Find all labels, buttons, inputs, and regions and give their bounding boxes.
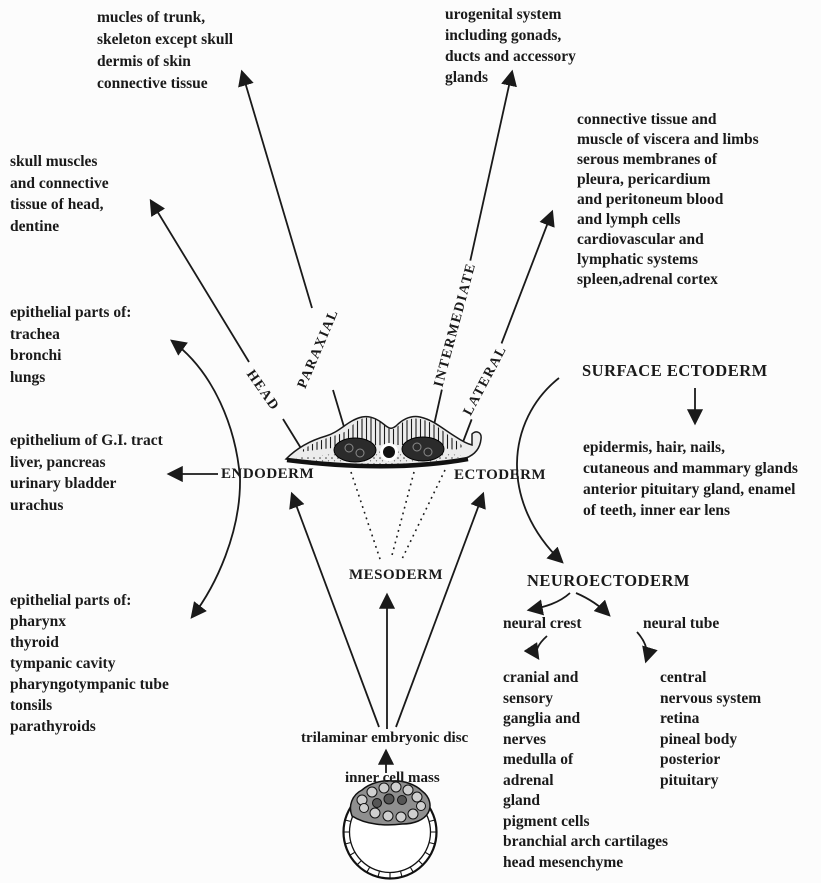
text-line: epithelium of G.I. tract [10, 432, 163, 449]
pharynx-derivatives-block: epithelial parts of: pharynx thyroid tym… [10, 590, 169, 737]
text-line: cutaneous and mammary glands [583, 460, 798, 477]
text-line: cardiovascular and [577, 231, 704, 248]
text-line: serous membranes of [577, 151, 718, 168]
endoderm-curve-to-pharynx [190, 477, 241, 619]
text-line: nervous system [660, 689, 762, 707]
trunk-derivatives-block: mucles of trunk, skeleton except skull d… [97, 7, 233, 95]
text-line: pineal body [660, 730, 738, 748]
trilaminar-disc-label: trilaminar embryonic disc [301, 730, 469, 746]
text-line: lymphatic systems [577, 251, 698, 268]
text-line: of teeth, inner ear lens [583, 502, 731, 519]
text-line: ganglia and [503, 710, 581, 727]
text-line: connective tissue [97, 75, 208, 92]
text-line: connective tissue and [577, 111, 717, 128]
crest-down-arrow [523, 635, 548, 661]
text-line: thyroid [10, 634, 59, 651]
inner-cell-mass-label: inner cell mass [345, 770, 440, 786]
mesoderm-label: MESODERM [349, 567, 443, 583]
gi-derivatives-block: epithelium of G.I. tract liver, pancreas… [10, 430, 163, 516]
text-line: pleura, pericardium [577, 171, 711, 188]
text-line: ducts and accessory [445, 48, 576, 65]
surface-ectoderm-label: SURFACE ECTODERM [582, 361, 768, 380]
skull-derivatives-block: skull muscles and connective tissue of h… [10, 151, 109, 237]
neuroectoderm-to-tube-arrow [575, 592, 611, 617]
text-line: tissue of head, [10, 196, 104, 213]
text-line: trachea [10, 325, 60, 343]
text-line: and connective [10, 174, 109, 192]
text-line: liver, pancreas [10, 453, 106, 471]
text-line: spleen,adrenal cortex [577, 271, 718, 288]
embryo-cross-section-drawing [284, 415, 482, 469]
text-line: pituitary [660, 771, 719, 789]
text-line: branchial arch cartilages [503, 833, 669, 850]
text-line: skeleton except skull [97, 31, 234, 48]
text-line: cranial and [503, 669, 579, 686]
neural-tube-derivatives-block: central nervous system retina pineal bod… [660, 668, 761, 791]
epidermis-derivatives-block: epidermis, hair, nails, cutaneous and ma… [583, 437, 798, 521]
neuroectoderm-to-crest-arrow [526, 592, 571, 616]
text-line: parathyroids [10, 718, 96, 735]
text-line: dermis of skin [97, 53, 191, 70]
blastocyst-drawing [342, 780, 438, 880]
text-line: posterior [660, 751, 721, 768]
trachea-derivatives-block: epithelial parts of: trachea bronchi lun… [10, 302, 131, 388]
neural-crest-label: neural crest [503, 615, 582, 632]
text-line: tympanic cavity [10, 655, 116, 672]
head-arrow [149, 198, 308, 459]
mesoderm-dotted-leaders [350, 469, 446, 563]
text-line: anterior pituitary gland, enamel [583, 481, 796, 498]
disc-to-ectoderm-arrow [395, 491, 486, 728]
text-line: mucles of trunk, [97, 9, 206, 26]
text-line: and lymph cells [577, 211, 681, 228]
neural-tube-label: neural tube [643, 615, 720, 632]
text-line: pharyngotympanic tube [10, 676, 169, 693]
text-line: skull muscles [10, 153, 98, 170]
ectoderm-curve-to-neuroectoderm [516, 377, 564, 564]
text-line: dentine [10, 217, 60, 235]
text-line: pigment cells [503, 812, 590, 830]
text-line: glands [445, 69, 489, 86]
ectoderm-label: ECTODERM [454, 467, 547, 483]
text-line: bronchi [10, 347, 62, 364]
neuroectoderm-label: NEUROECTODERM [527, 571, 690, 590]
text-line: and peritoneum blood [577, 191, 724, 208]
text-line: sensory [503, 689, 553, 707]
text-line: pharynx [10, 613, 66, 630]
text-line: epithelial parts of: [10, 592, 132, 609]
text-line: head mesenchyme [503, 853, 624, 871]
text-line: medulla of [503, 751, 574, 768]
text-line: epithelial parts of: [10, 304, 132, 321]
endoderm-label: ENDODERM [221, 466, 315, 482]
viscera-derivatives-block: connective tissue and muscle of viscera … [577, 110, 759, 290]
text-line: including gonads, [445, 27, 562, 44]
text-line: retina [660, 710, 700, 727]
text-line: tonsils [10, 697, 53, 714]
text-line: nerves [503, 730, 547, 748]
neural-crest-derivatives-block: cranial and sensory ganglia and nerves m… [503, 668, 668, 873]
text-line: epidermis, hair, nails, [583, 439, 725, 456]
text-line: lungs [10, 368, 46, 386]
endoderm-curve-to-trachea [170, 339, 241, 479]
disc-to-endoderm-arrow [289, 491, 380, 728]
tube-down-arrow [636, 631, 658, 664]
text-line: urachus [10, 496, 64, 514]
text-line: urinary bladder [10, 475, 117, 492]
text-line: urogenital system [445, 6, 562, 23]
text-line: adrenal [503, 771, 554, 789]
urogenital-derivatives-block: urogenital system including gonads, duct… [445, 4, 576, 88]
text-line: muscle of viscera and limbs [577, 131, 759, 148]
text-line: gland [503, 792, 541, 809]
text-line: central [660, 669, 707, 686]
